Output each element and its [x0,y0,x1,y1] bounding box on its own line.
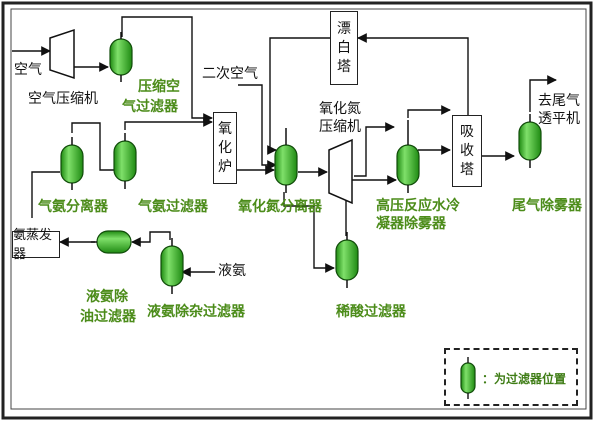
tail-gas-demister-icon [518,114,542,168]
to-tail-gas-label-1: 去尾气 [538,93,580,109]
oxidation-furnace-char-3: 炉 [218,158,232,175]
absorption-tower-char-2: 收 [460,142,474,159]
absorption-tower: 吸 收 塔 [452,115,482,187]
liquid-ammonia-oil-filter-icon [91,230,132,254]
liquid-ammonia-label: 液氨 [218,263,246,279]
oxidation-furnace-char-2: 化 [218,139,232,156]
air-compressor-label: 空气压缩机 [28,91,98,107]
legend-filter-icon [460,357,476,399]
gas-ammonia-filter-icon [113,133,137,189]
compressed-air-filter-label-1: 压缩空 [138,79,180,95]
dilute-acid-filter-icon [335,232,359,288]
absorption-tower-char-3: 塔 [460,161,474,178]
to-tail-gas-label-2: 透平机 [538,111,580,127]
bleach-tower-char-1: 漂 [337,20,351,37]
dilute-acid-filter-label: 稀酸过滤器 [336,304,406,320]
hp-cooler-label-1: 高压反应水冷 [376,198,460,214]
hp-cooler-label-2: 凝器除雾器 [376,216,446,232]
gas-ammonia-separator-label: 气氨分离器 [38,199,108,215]
compressed-air-filter-icon [109,32,133,82]
bleach-tower: 漂 白 塔 [330,11,358,85]
liquid-ammonia-impurity-filter-label: 液氨除杂过滤器 [147,304,245,320]
secondary-air-label: 二次空气 [202,66,258,82]
no-compressor-label-2: 压缩机 [319,119,361,135]
ammonia-evaporator: 氨蒸发器 [12,228,60,262]
liquid-ammonia-oil-filter-label-2: 油过滤器 [80,309,136,325]
bleach-tower-char-3: 塔 [337,58,351,75]
oxidation-furnace-char-1: 氧 [218,120,232,137]
no-separator-icon [274,128,298,193]
liquid-ammonia-impurity-filter-icon [160,238,184,294]
filter-vessels [60,32,542,294]
oxidation-furnace: 氧 化 炉 [213,112,237,184]
tail-gas-demister-label: 尾气除雾器 [512,198,582,214]
legend-text: ：为过滤器位置 [482,372,567,386]
ammonia-evaporator-label: 氨蒸发器 [13,227,53,262]
air-compressor-shape [49,28,75,80]
hp-reaction-cooler-demister-icon [396,120,420,193]
no-compressor-shape [328,138,353,205]
no-separator-label: 氧化氮分离器 [238,199,322,215]
legend-box: ：为过滤器位置 [444,348,578,406]
absorption-tower-char-1: 吸 [460,123,474,140]
air-label: 空气 [14,62,42,78]
gas-ammonia-filter-label: 气氨过滤器 [138,199,208,215]
inner-frame [10,8,587,410]
liquid-ammonia-oil-filter-label-1: 液氨除 [86,289,128,305]
compressed-air-filter-label-2: 气过滤器 [122,99,178,115]
no-compressor-label-1: 氧化氮 [319,101,361,117]
bleach-tower-char-2: 白 [337,39,351,56]
gas-ammonia-separator-icon [60,137,84,190]
